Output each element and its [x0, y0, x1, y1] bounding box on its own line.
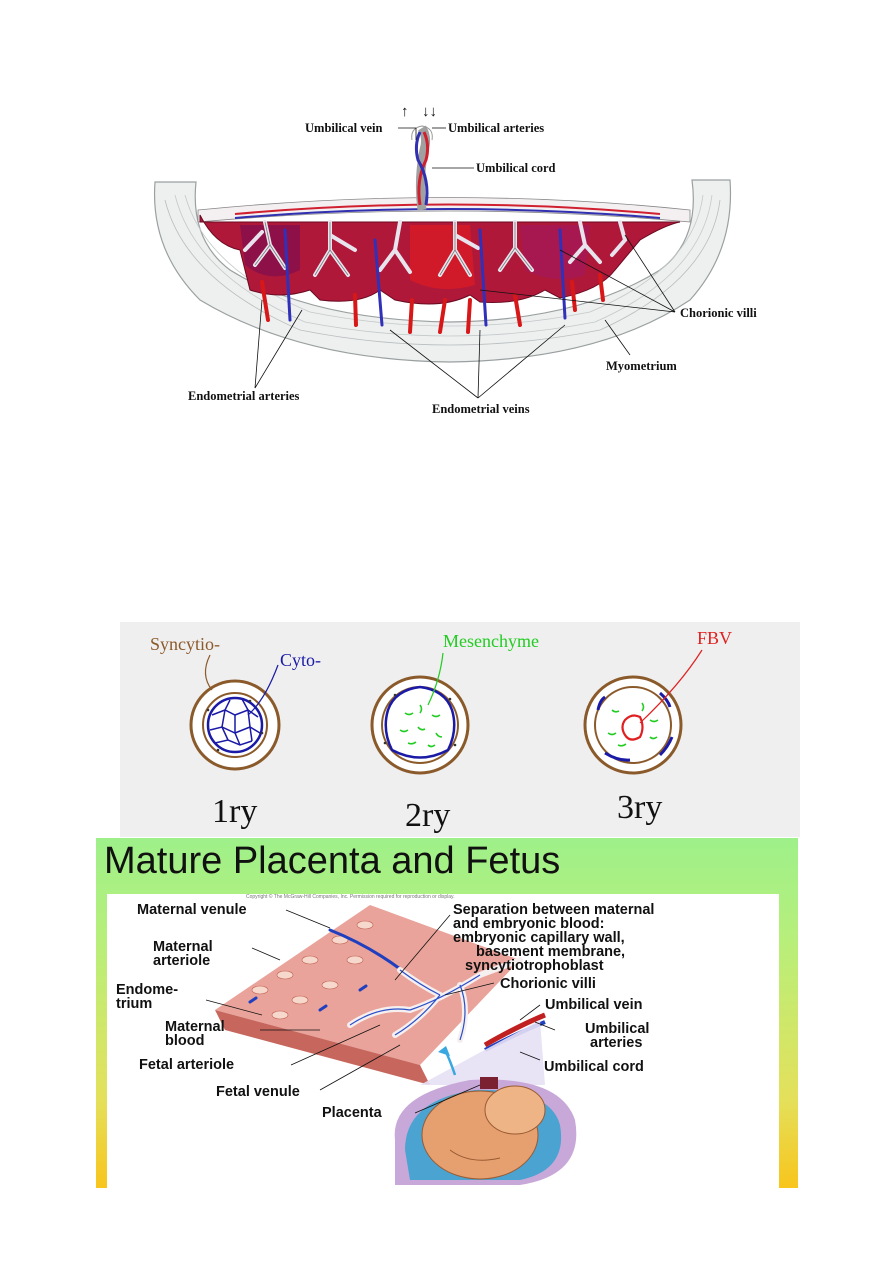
- label-mesenchyme: Mesenchyme: [443, 631, 539, 651]
- label-umbilical-arteries-line1: Umbilical: [585, 1021, 650, 1037]
- placenta-cross-section-illustration: [153, 125, 732, 399]
- label-separation-line1: Separation between maternal: [453, 902, 655, 918]
- label-maternal-arteriole-line1: Maternal: [153, 939, 213, 955]
- label-endometrial-arteries: Endometrial arteries: [188, 389, 300, 403]
- label-endometrial-veins: Endometrial veins: [432, 402, 530, 416]
- label-maternal-blood-line2: blood: [165, 1033, 205, 1049]
- label-maternal-arteriole-line2: arteriole: [153, 953, 211, 969]
- label-umbilical-arteries-line2: arteries: [590, 1035, 643, 1051]
- label-chorionic-villi: Chorionic villi: [680, 306, 757, 320]
- label-umbilical-arteries: Umbilical arteries: [448, 121, 545, 135]
- label-separation-line4: basement membrane,: [476, 944, 626, 960]
- caption-secondary: 2ry: [405, 797, 451, 834]
- label-myometrium: Myometrium: [606, 359, 677, 373]
- primary-villus: [189, 654, 281, 771]
- label-syncytio: Syncytio-: [150, 634, 220, 654]
- label-fetal-venule: Fetal venule: [216, 1084, 300, 1100]
- label-fetal-arteriole: Fetal arteriole: [139, 1057, 235, 1073]
- label-separation-line3: embryonic capillary wall,: [453, 930, 625, 946]
- label-maternal-venule: Maternal venule: [137, 902, 247, 918]
- secondary-villus: [370, 652, 470, 775]
- label-umbilical-vein: Umbilical vein: [545, 997, 643, 1013]
- label-endometrium-line2: trium: [116, 996, 153, 1012]
- label-umbilical-vein: Umbilical vein: [305, 121, 383, 135]
- panel-title: Mature Placenta and Fetus: [104, 840, 561, 882]
- label-umbilical-cord: Umbilical cord: [476, 161, 556, 175]
- blood-flow-up-arrow: ↑: [401, 104, 409, 120]
- label-chorionic-villi: Chorionic villi: [500, 976, 596, 992]
- villi-stages-illustration: [189, 649, 703, 775]
- label-umbilical-cord: Umbilical cord: [544, 1059, 644, 1075]
- label-separation-line2: and embryonic blood:: [453, 916, 605, 932]
- label-cyto: Cyto-: [280, 650, 322, 670]
- label-separation-line5: syncytiotrophoblast: [465, 958, 604, 974]
- tertiary-villus: [583, 649, 703, 775]
- caption-primary: 1ry: [212, 793, 258, 830]
- label-fbv: FBV: [697, 628, 733, 648]
- label-placenta: Placenta: [322, 1105, 382, 1121]
- label-maternal-blood-line1: Maternal: [165, 1019, 225, 1035]
- blood-flow-down-arrows: ↓↓: [422, 104, 437, 120]
- label-endometrium-line1: Endome-: [116, 982, 179, 998]
- copyright-notice: Copyright © The McGraw-Hill Companies, I…: [246, 894, 455, 900]
- caption-tertiary: 3ry: [617, 789, 663, 826]
